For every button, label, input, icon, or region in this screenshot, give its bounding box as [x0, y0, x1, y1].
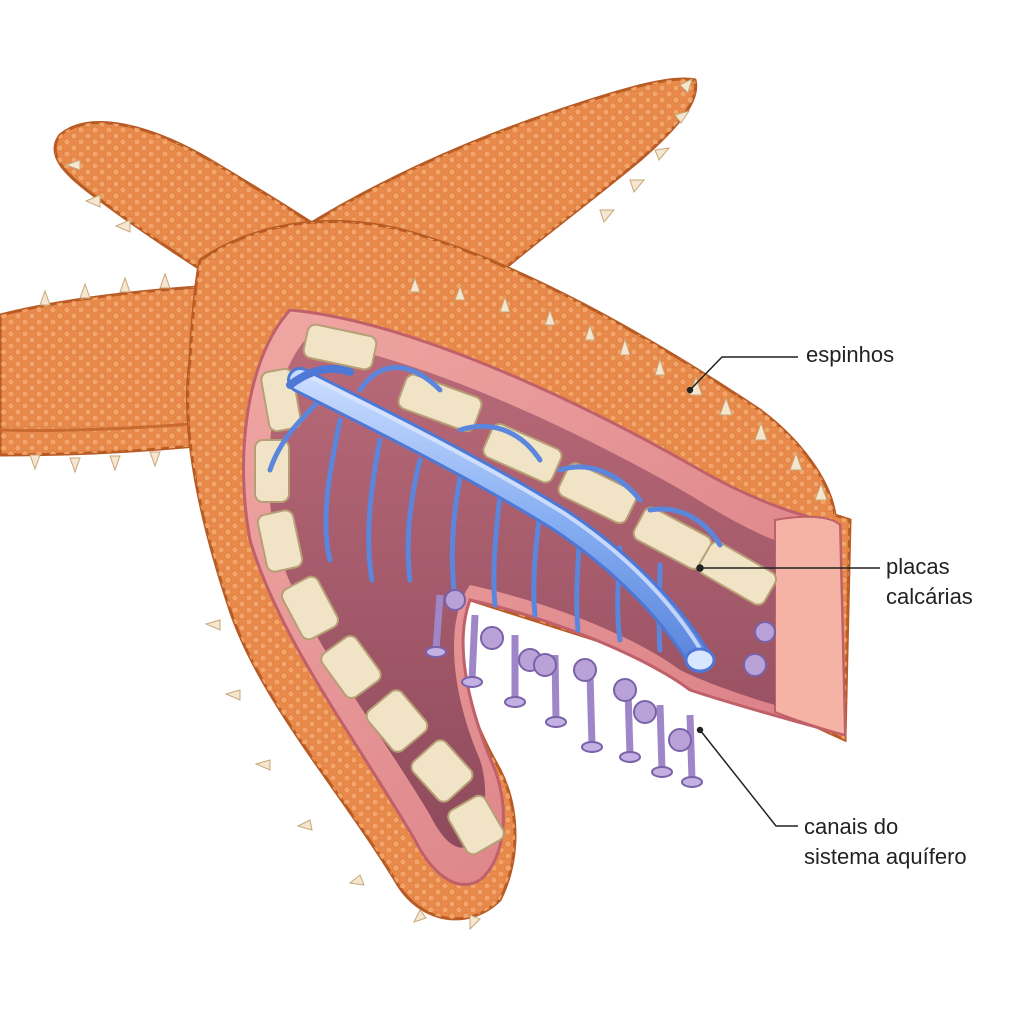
label-canals-line2: sistema aquífero	[804, 844, 967, 869]
plate	[256, 509, 304, 573]
label-plates-line2: calcárias	[886, 584, 973, 609]
leader-lines	[686, 356, 880, 827]
tube-feet	[425, 589, 776, 788]
calcareous-plates	[254, 323, 777, 856]
label-plates-line1: placas	[886, 554, 950, 579]
label-canals-line1: canais do	[804, 814, 899, 839]
label-calcareous-plates: placas calcárias	[886, 552, 973, 612]
plate	[697, 540, 777, 606]
plate	[397, 373, 483, 433]
plate	[320, 634, 382, 700]
leader-line-canals	[699, 729, 798, 827]
plate	[365, 689, 429, 753]
leader-line-spines	[689, 356, 798, 391]
label-water-vascular-canals: canais do sistema aquífero	[804, 812, 967, 872]
label-spines: espinhos	[806, 340, 894, 370]
water-vascular-canals	[267, 364, 723, 673]
plate	[482, 423, 563, 484]
plate	[557, 462, 638, 525]
plate	[410, 739, 474, 803]
plate	[281, 575, 339, 641]
plate	[447, 794, 505, 856]
label-spines-text: espinhos	[806, 342, 895, 367]
plate	[302, 323, 378, 371]
